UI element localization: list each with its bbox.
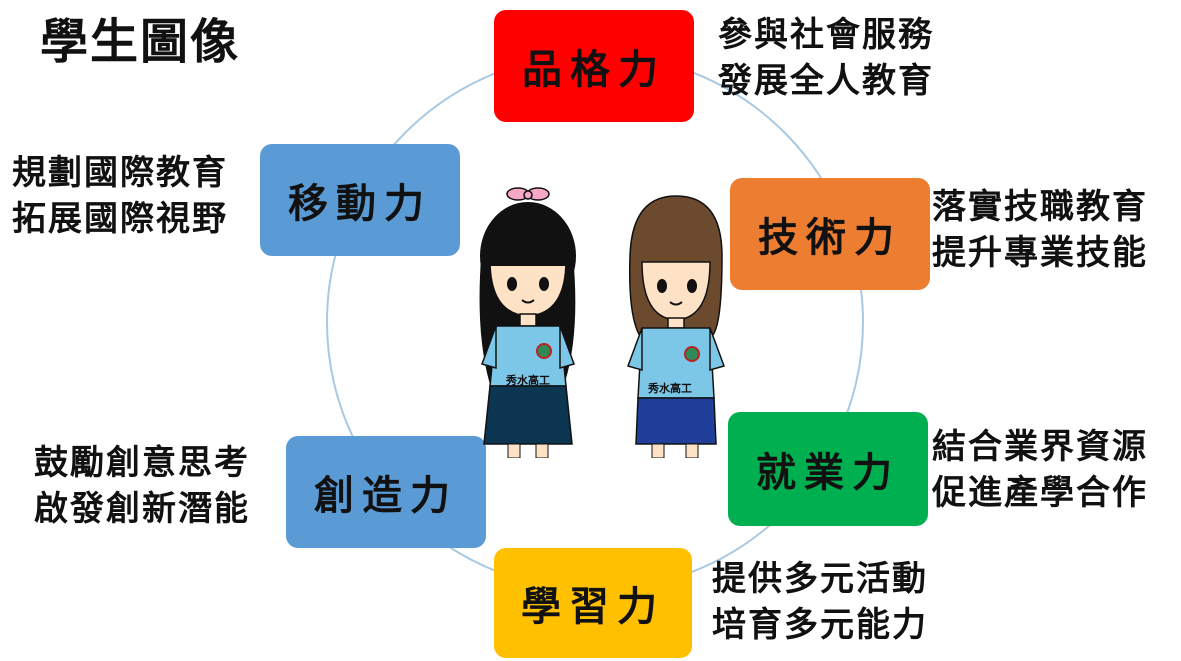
node-creativity-label: 創造力 [314,472,458,519]
node-mobility-desc-line-2: 拓展國際視野 [12,199,228,239]
node-character-description: 參與社會服務 發展全人教育 [718,12,934,104]
node-technical-desc-line-2: 提升專業技能 [932,233,1148,273]
node-creativity-description: 鼓勵創意思考 啟發創新潛能 [34,440,250,532]
node-technical-desc-line-1: 落實技職教育 [932,187,1148,227]
male-student-illustration: 秀水高工 [627,195,725,458]
node-creativity-box: 創造力 [286,436,486,548]
node-mobility-box: 移動力 [260,144,460,256]
node-mobility-desc-line-1: 規劃國際教育 [12,153,228,193]
node-mobility-label: 移動力 [288,180,432,227]
node-employment-description: 結合業界資源 促進產學合作 [932,424,1148,516]
female-student-illustration: 秀水高工 [479,187,576,458]
female-student-badge-text: 秀水高工 [505,373,550,387]
node-mobility-description: 規劃國際教育 拓展國際視野 [12,150,228,242]
node-employment-label: 就業力 [756,449,900,496]
node-learning-desc-line-2: 培育多元能力 [712,605,928,645]
male-student-badge-text: 秀水高工 [647,381,692,395]
node-employment-box: 就業力 [728,412,928,526]
node-creativity-desc-line-1: 鼓勵創意思考 [34,443,250,483]
node-technical-box: 技術力 [730,178,930,290]
node-learning-desc-line-1: 提供多元活動 [712,559,928,599]
node-learning-description: 提供多元活動 培育多元能力 [712,556,928,648]
node-employment-desc-line-1: 結合業界資源 [932,427,1148,467]
node-creativity-desc-line-2: 啟發創新潛能 [34,489,250,529]
node-technical-label: 技術力 [758,214,902,261]
node-character-desc-line-2: 發展全人教育 [718,61,934,101]
node-employment-desc-line-2: 促進產學合作 [932,473,1148,513]
node-learning-label: 學習力 [521,583,665,630]
node-character-label: 品格力 [522,46,666,93]
node-character-box: 品格力 [494,10,694,122]
page-title: 學生圖像 [40,14,241,70]
node-character-desc-line-1: 參與社會服務 [718,15,934,55]
node-learning-box: 學習力 [494,548,692,658]
node-technical-description: 落實技職教育 提升專業技能 [932,184,1148,276]
